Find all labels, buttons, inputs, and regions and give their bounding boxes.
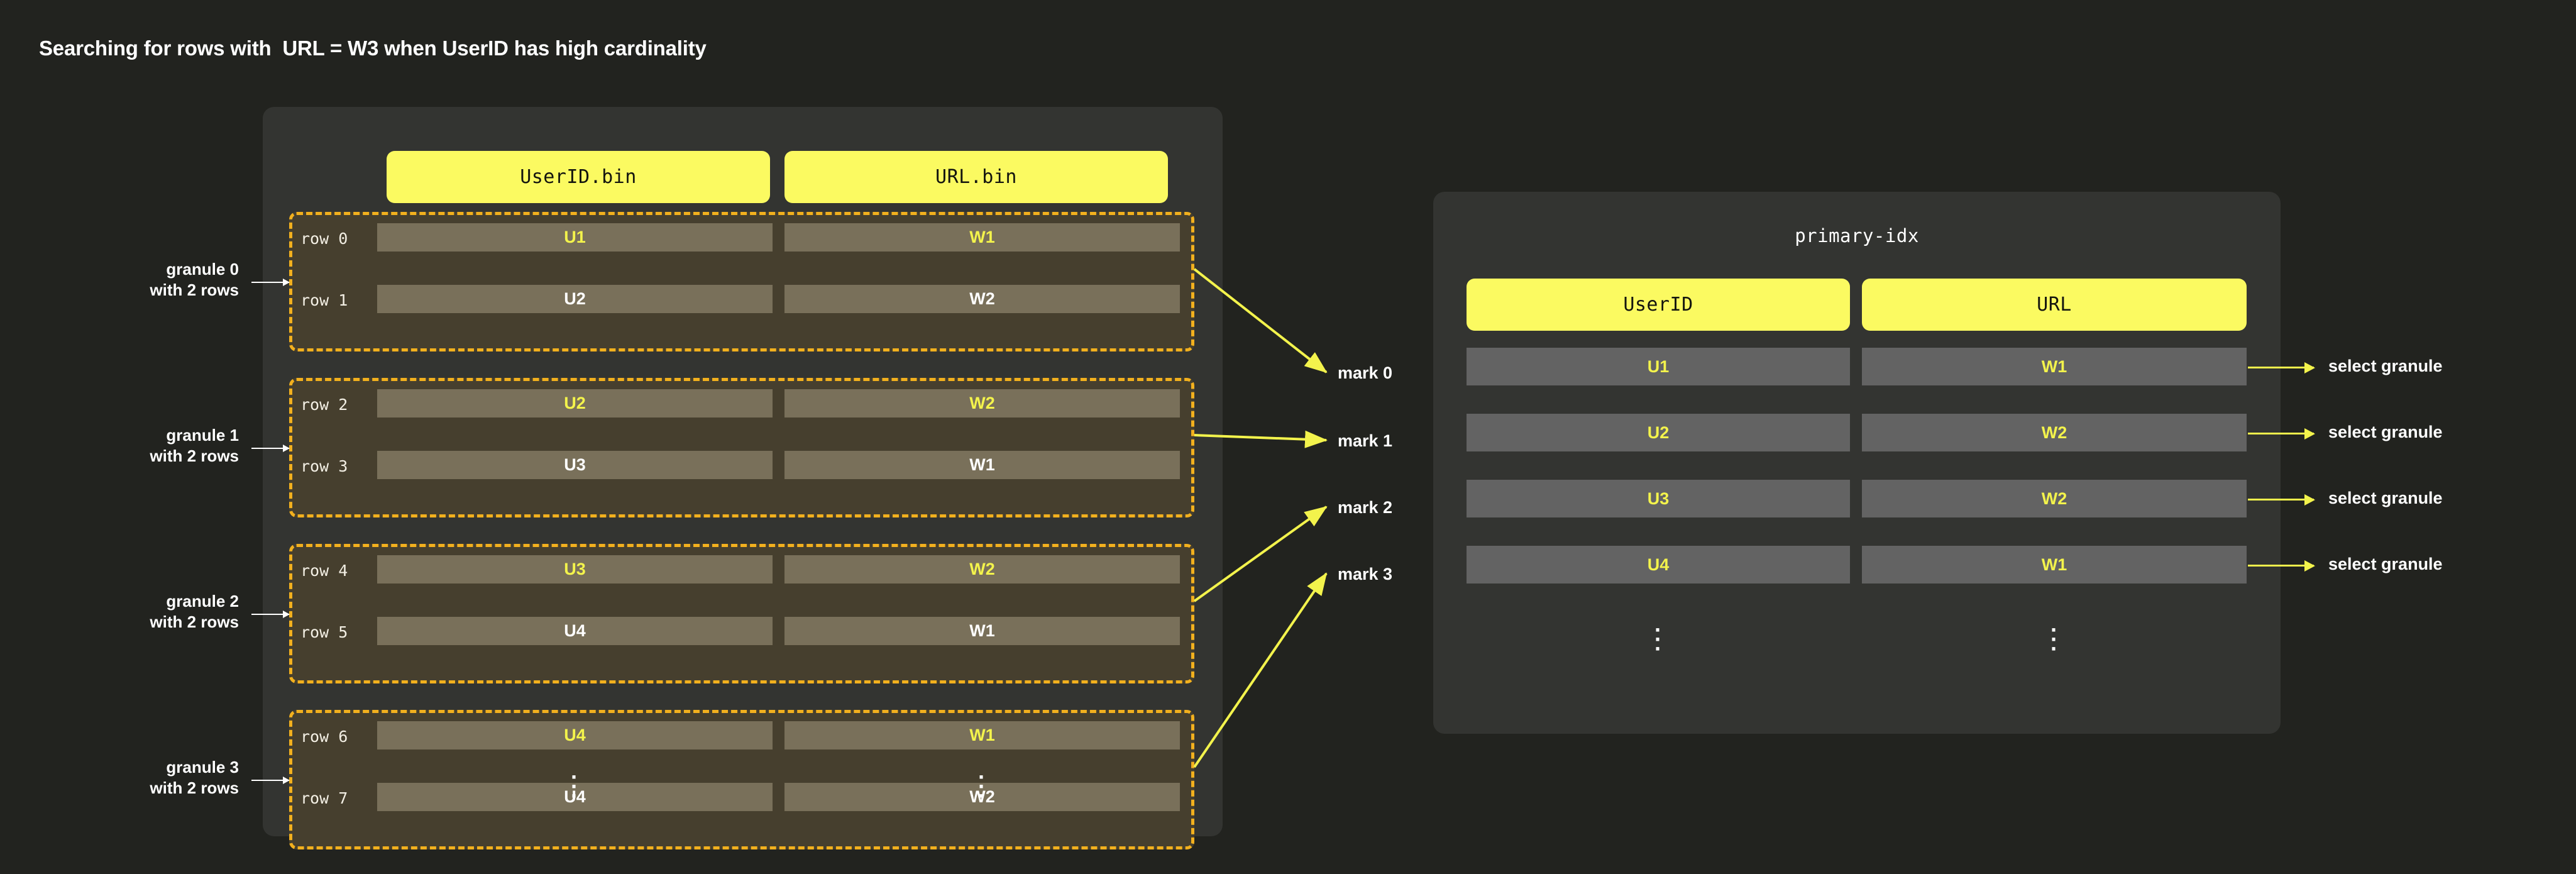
select-granule-arrow-1 (2248, 428, 2315, 440)
granule-note-0: granule 0 with 2 rows (150, 260, 239, 300)
select-granule-label-2: select granule (2328, 489, 2443, 507)
userid-cell: U2 (377, 389, 773, 418)
index-url-overflow-dots: ··· (2050, 617, 2058, 662)
select-granule-label-3: select granule (2328, 555, 2443, 573)
row-label: row 7 (300, 788, 348, 807)
index-userid-overflow-dots: ··· (1654, 617, 1662, 662)
index-url-cell: W1 (1862, 348, 2247, 385)
url-cell: W1 (784, 223, 1180, 252)
url-cell: W2 (784, 555, 1180, 584)
row-label: row 3 (300, 456, 348, 475)
userid-cell: U3 (377, 555, 773, 584)
url-cell: W1 (784, 451, 1180, 479)
granule-note-2: granule 2 with 2 rows (150, 592, 239, 632)
column-header-userid-bin: UserID.bin (387, 151, 770, 203)
url-cell: W2 (784, 389, 1180, 418)
mark-label-0: mark 0 (1338, 363, 1393, 382)
granule-note-1: granule 1 with 2 rows (150, 426, 239, 466)
index-userid-cell: U3 (1467, 480, 1850, 517)
mark-label-2: mark 2 (1338, 498, 1393, 517)
index-userid-cell: U1 (1467, 348, 1850, 385)
userid-cell: U4 (377, 783, 773, 811)
url-cell: W2 (784, 783, 1180, 811)
url-cell: W1 (784, 617, 1180, 645)
granule-pointer-arrow-3 (251, 777, 290, 784)
select-granule-label-0: select granule (2328, 357, 2443, 375)
url-column-overflow-dots: ··· (978, 764, 986, 809)
index-userid-cell: U4 (1467, 546, 1850, 584)
mark-label-1: mark 1 (1338, 431, 1393, 450)
index-url-cell: W1 (1862, 546, 2247, 584)
row-label: row 5 (300, 622, 348, 641)
page-title: Searching for rows with URL = W3 when Us… (39, 36, 707, 60)
column-header-url-bin: URL.bin (784, 151, 1168, 203)
index-url-cell: W2 (1862, 414, 2247, 451)
userid-cell: U3 (377, 451, 773, 479)
userid-cell: U2 (377, 285, 773, 313)
granule-pointer-arrow-1 (251, 445, 290, 452)
row-label: row 4 (300, 561, 348, 580)
mark-label-3: mark 3 (1338, 565, 1393, 584)
row-label: row 0 (300, 229, 348, 248)
select-granule-arrow-3 (2248, 560, 2315, 572)
select-granule-arrow-0 (2248, 362, 2315, 373)
granule-note-3: granule 3 with 2 rows (150, 758, 239, 798)
row-label: row 6 (300, 727, 348, 746)
row-label: row 2 (300, 395, 348, 414)
userid-column-overflow-dots: ··· (571, 764, 578, 809)
userid-cell: U1 (377, 223, 773, 252)
userid-cell: U4 (377, 721, 773, 750)
granule-pointer-arrow-0 (251, 279, 290, 286)
select-granule-arrow-2 (2248, 494, 2315, 506)
url-cell: W1 (784, 721, 1180, 750)
url-cell: W2 (784, 285, 1180, 313)
userid-cell: U4 (377, 617, 773, 645)
index-column-header-url: URL (1862, 279, 2247, 331)
index-userid-cell: U2 (1467, 414, 1850, 451)
select-granule-label-1: select granule (2328, 423, 2443, 441)
index-column-header-userid: UserID (1467, 279, 1850, 331)
primary-index-title: primary-idx (1795, 225, 1919, 246)
primary-index-panel (1433, 192, 2281, 734)
granule-pointer-arrow-2 (251, 611, 290, 618)
row-label: row 1 (300, 290, 348, 309)
index-url-cell: W2 (1862, 480, 2247, 517)
